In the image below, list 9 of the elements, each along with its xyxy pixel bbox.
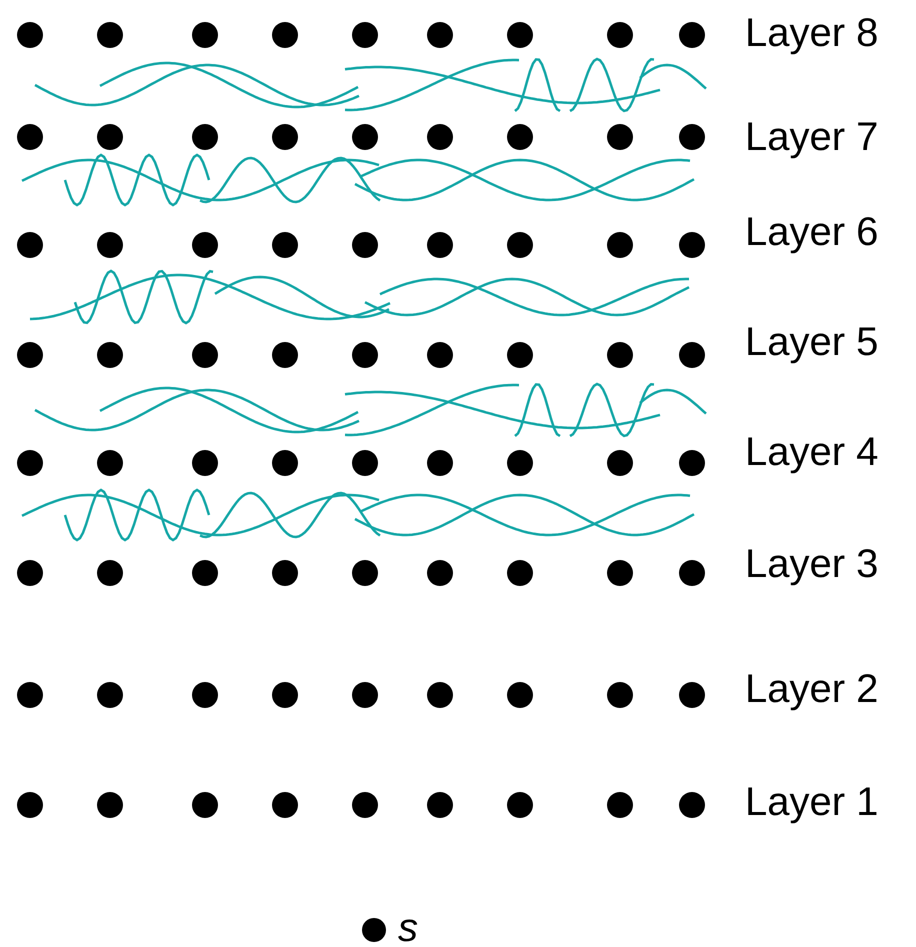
layer-label: Layer 4 bbox=[745, 432, 878, 472]
layer-label: Layer 6 bbox=[745, 212, 878, 252]
layer-label: Layer 8 bbox=[745, 13, 878, 53]
layer-label: Layer 2 bbox=[745, 669, 878, 709]
node-label: s bbox=[398, 908, 418, 947]
layer-label: Layer 1 bbox=[745, 782, 878, 822]
layer-label: Layer 7 bbox=[745, 117, 878, 157]
layer-label: Layer 3 bbox=[745, 544, 878, 584]
layer-label: Layer 5 bbox=[745, 322, 878, 362]
